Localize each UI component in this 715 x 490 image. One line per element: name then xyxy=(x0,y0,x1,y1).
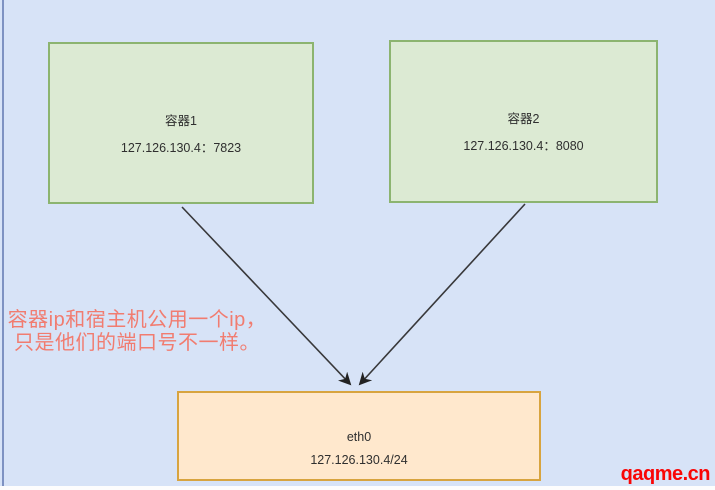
annotation-line2: 只是他们的端口号不一样。 xyxy=(14,332,260,354)
node-eth0: eth0 127.126.130.4/24 xyxy=(177,391,541,481)
node-eth0-title: eth0 xyxy=(346,429,372,444)
node-container1: 容器1 127.126.130.4：7823 xyxy=(48,42,314,204)
bottom-strip xyxy=(0,486,715,490)
node-container1-address: 127.126.130.4：7823 xyxy=(120,140,242,155)
annotation-note: 容器ip和宿主机公用一个ip， 只是他们的端口号不一样。 xyxy=(0,309,274,355)
watermark-logo: qaqme.cn xyxy=(620,463,711,485)
node-container2-title: 容器2 xyxy=(507,112,540,126)
node-container2-address: 127.126.130.4：8080 xyxy=(463,139,584,153)
node-container1-title: 容器1 xyxy=(165,113,197,128)
annotation-line1: 容器ip和宿主机公用一个ip， xyxy=(7,309,267,331)
edge-container2-to-eth0 xyxy=(358,203,526,386)
node-container2: 容器2 127.126.130.4：8080 xyxy=(389,40,658,203)
edge-container1-to-eth0 xyxy=(181,206,352,386)
left-edge-line xyxy=(2,0,4,486)
node-eth0-address: 127.126.130.4/24 xyxy=(310,452,408,467)
